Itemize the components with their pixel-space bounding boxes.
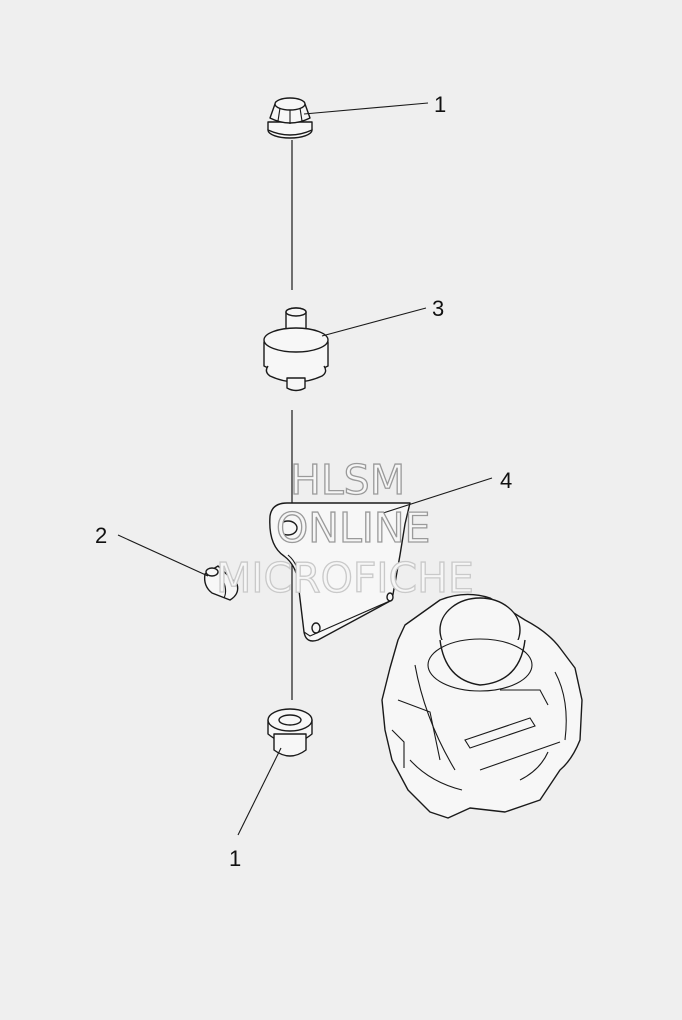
- screw: [203, 565, 239, 601]
- mounting-bracket: [269, 502, 411, 642]
- callout-isolator: 3: [432, 296, 444, 321]
- engine-block-outline: [381, 593, 583, 819]
- callout-screw: 2: [95, 523, 107, 548]
- watermark-line-2: ONLINE: [276, 504, 430, 552]
- watermark: HLSM ONLINE MICROFICHE: [215, 455, 474, 602]
- watermark-line-1: HLSM: [290, 456, 405, 504]
- flange-nut-bottom: [267, 708, 313, 757]
- watermark-line-3: MICROFICHE: [216, 554, 474, 602]
- callout-bracket: 4: [500, 468, 512, 493]
- leader-lines: [117, 102, 493, 836]
- vibration-isolator: [263, 307, 329, 392]
- flange-nut-top: [267, 97, 313, 139]
- callout-nut-top: 1: [434, 92, 446, 117]
- callout-nut-bottom: 1: [229, 846, 241, 871]
